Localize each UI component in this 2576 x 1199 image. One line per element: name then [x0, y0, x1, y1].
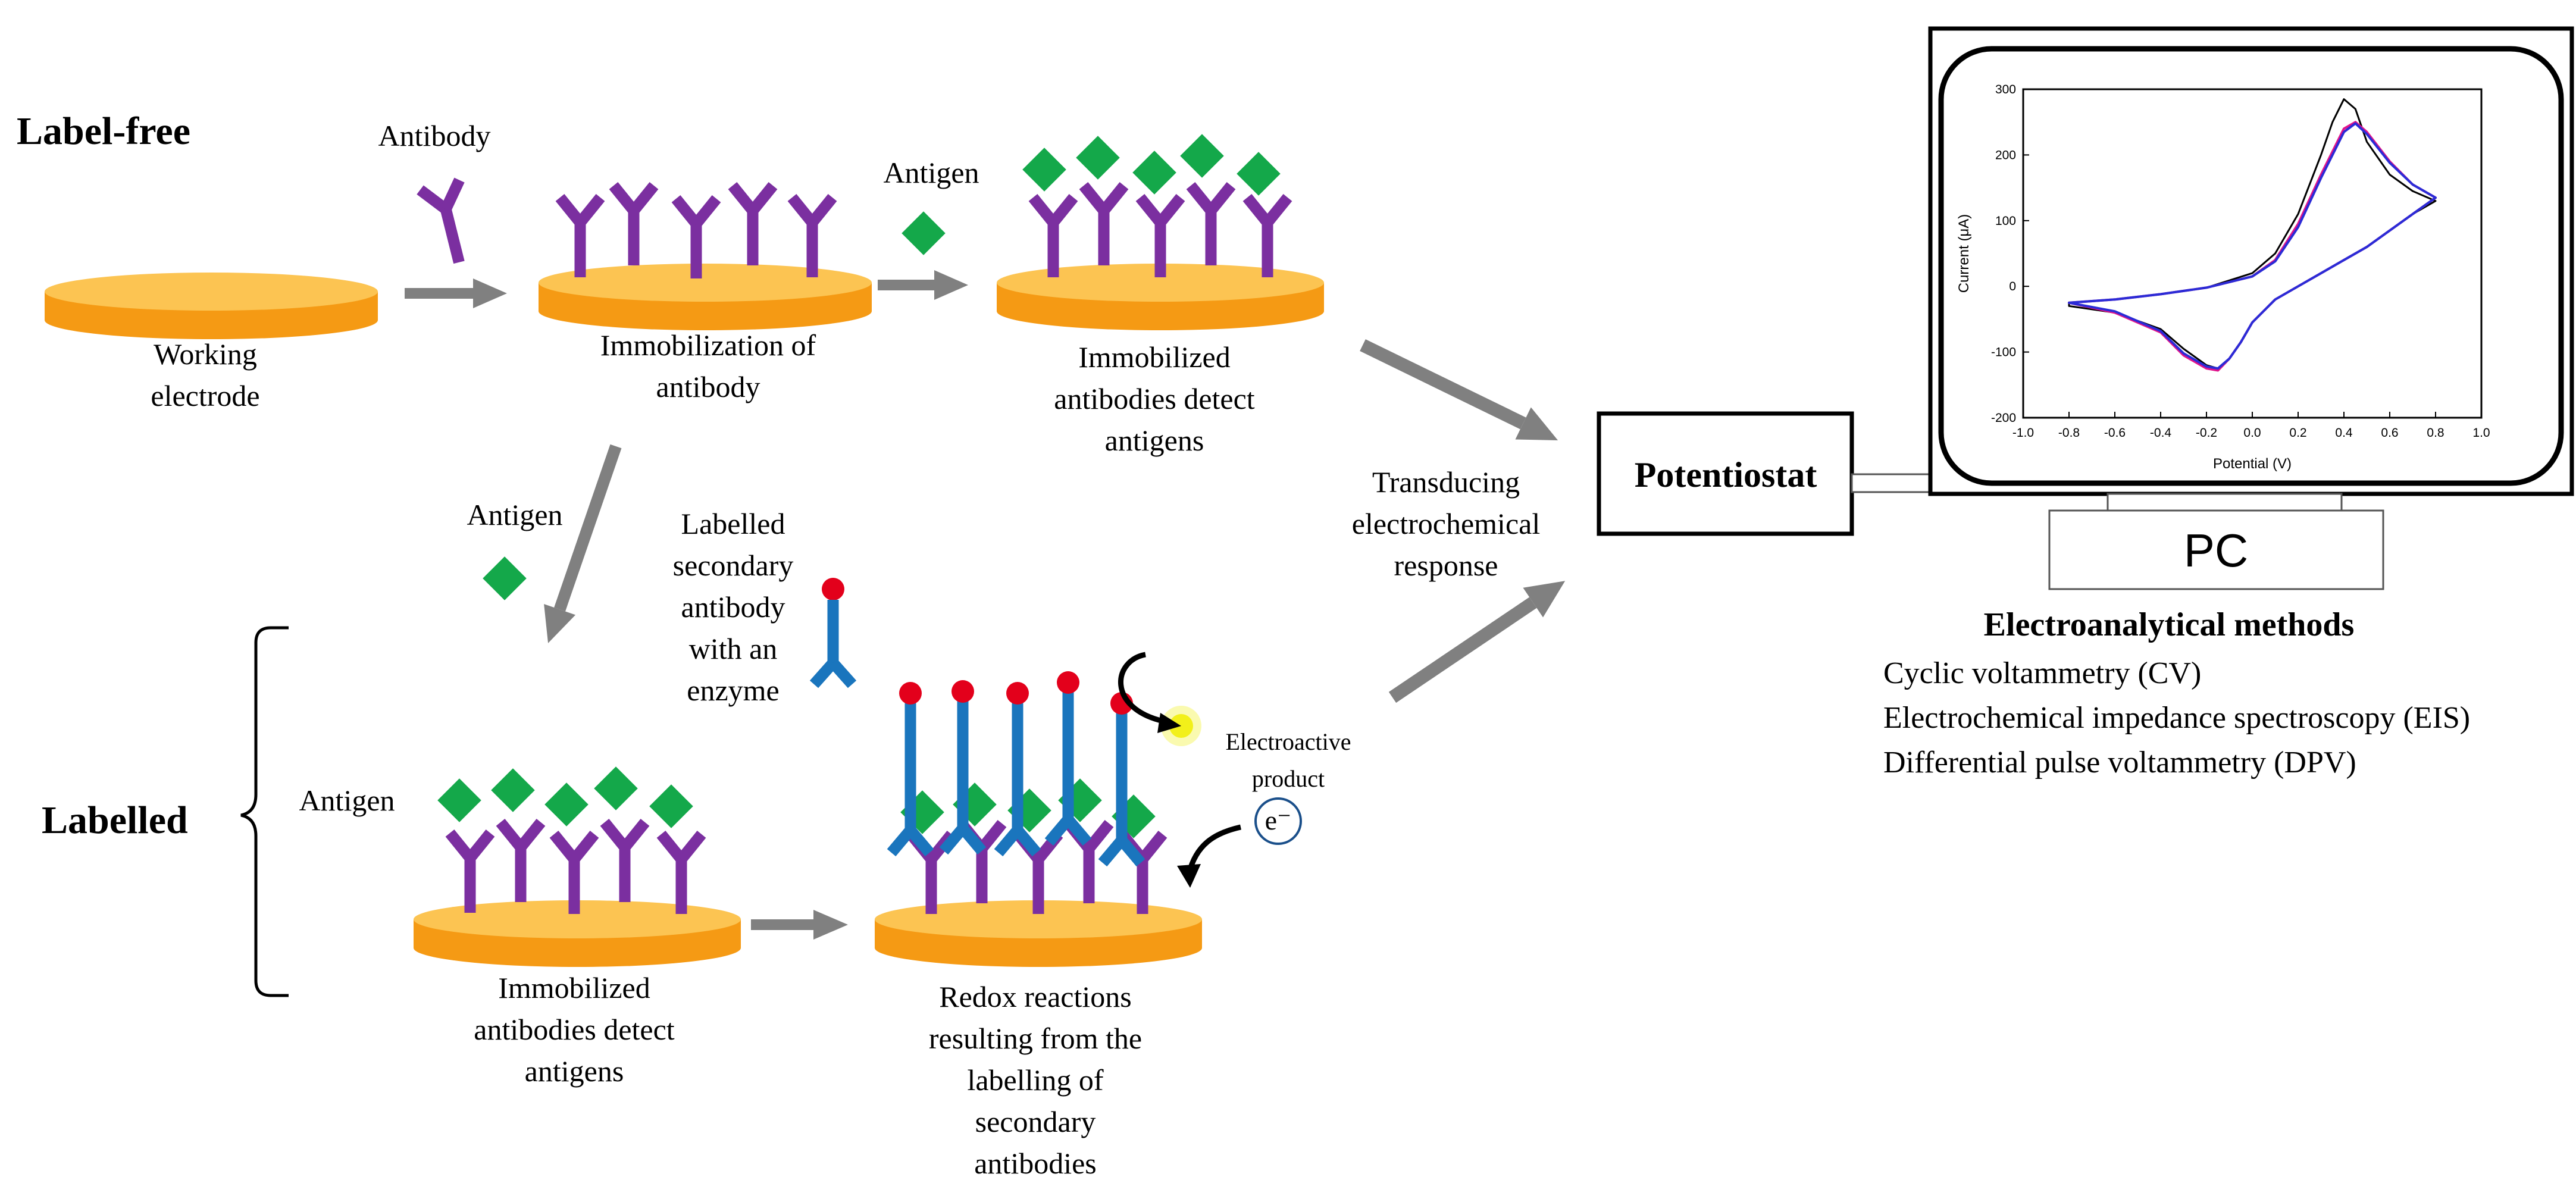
detect-low-line3: antigens — [525, 1054, 624, 1088]
transducing-line3: response — [1394, 549, 1498, 582]
immobilization-line2: antibody — [656, 370, 760, 403]
cv-x-tick-label: 1.0 — [2472, 426, 2490, 440]
working-electrode — [45, 273, 378, 339]
immobilized-antibodies — [560, 186, 832, 278]
working-electrode-line1: Working — [154, 337, 257, 371]
redox-line4: secondary — [975, 1105, 1096, 1138]
methods-title: Electroanalytical methods — [1984, 606, 2355, 643]
method-cv: Cyclic voltammetry (CV) — [1883, 656, 2201, 690]
pc-label: PC — [2184, 524, 2248, 577]
cv-y-ticks: -200 -100 0 100 200 300 — [1991, 83, 2029, 425]
electrode-detect-low — [414, 900, 741, 967]
cv-chart: -1.0 -0.8 -0.6 -0.4 -0.2 0.0 0.2 0.4 0.6 0.8 1.0 -… — [1956, 83, 2490, 472]
cv-x-tick-label: -1.0 — [2012, 426, 2034, 440]
cv-x-tick-label: 0.8 — [2427, 426, 2444, 440]
cv-x-tick-label: -0.6 — [2104, 426, 2126, 440]
secondary-line5: enzyme — [687, 674, 779, 707]
cv-x-ticks: -1.0 -0.8 -0.6 -0.4 -0.2 0.0 0.2 0.4 0.6 0.8 1.0 — [2012, 412, 2490, 440]
arrow-detect-low-to-redox — [751, 910, 848, 940]
labelled-heading: Labelled — [42, 799, 188, 842]
cv-y-tick-label: 100 — [1995, 214, 2016, 228]
transducing-line2: electrochemical — [1352, 507, 1540, 540]
redox-line2: resulting from the — [929, 1022, 1142, 1055]
potentiostat-label: Potentiostat — [1635, 455, 1817, 494]
antibody-antigen-complex-top — [1022, 134, 1288, 277]
free-secondary-antibody — [809, 578, 857, 688]
cv-x-tick-label: -0.2 — [2196, 426, 2217, 440]
antibody-antigen-complex-low — [437, 766, 702, 914]
labelled-bracket — [240, 626, 289, 997]
immobilization-line1: Immobilization of — [600, 328, 816, 362]
cv-x-tick-label: 0.0 — [2243, 426, 2261, 440]
arrow-electrode-to-immobilization — [405, 278, 507, 308]
cv-y-tick-label: 200 — [1995, 148, 2016, 162]
free-antigen-mid — [483, 556, 527, 600]
cv-y-tick-label: 300 — [1995, 83, 2016, 96]
cv-x-tick-label: -0.8 — [2058, 426, 2080, 440]
cv-y-tick-label: -200 — [1991, 411, 2016, 425]
cv-y-axis-label: Current (μA) — [1956, 214, 1972, 293]
detect-top-line1: Immobilized — [1078, 340, 1231, 374]
redox-line1: Redox reactions — [939, 980, 1132, 1013]
electron-label: e⁻ — [1265, 805, 1292, 835]
sandwich-complexes — [891, 671, 1163, 914]
arrow-immobilization-to-labelled — [544, 444, 622, 643]
transducing-line1: Transducing — [1372, 465, 1520, 499]
arrow-redox-to-potentiostat — [1388, 581, 1566, 703]
antigen-label-mid: Antigen — [467, 498, 562, 531]
detect-top-line2: antibodies detect — [1054, 382, 1254, 415]
method-eis: Electrochemical impedance spectroscopy (… — [1883, 701, 2470, 735]
redox-line5: antibodies — [974, 1147, 1097, 1180]
cv-x-tick-label: 0.2 — [2289, 426, 2306, 440]
electroactive-line1: Electroactive — [1226, 728, 1351, 755]
cv-x-tick-label: 0.4 — [2335, 426, 2353, 440]
label-free-heading: Label-free — [17, 109, 190, 153]
cv-series — [2068, 98, 2437, 372]
detect-low-line2: antibodies detect — [474, 1013, 674, 1046]
text-labels: Label-free Labelled Antibody Antigen Ant… — [17, 109, 1540, 1180]
method-dpv: Differential pulse voltammetry (DPV) — [1883, 746, 2356, 779]
secondary-line4: with an — [689, 632, 778, 665]
detect-low-line1: Immobilized — [498, 971, 650, 1004]
cv-y-tick-label: 0 — [2009, 280, 2016, 293]
arrow-immobilization-to-detect — [878, 270, 968, 300]
electrode-immobilized — [539, 264, 872, 330]
antigen-label-top: Antigen — [883, 156, 979, 189]
redox-line3: labelling of — [967, 1063, 1103, 1097]
working-electrode-line2: electrode — [151, 379, 259, 412]
arrow-top-to-potentiostat — [1360, 339, 1558, 441]
cv-series-line-3 — [2068, 122, 2437, 370]
electroanalytical-methods: Electroanalytical methods Cyclic voltamm… — [1883, 606, 2470, 779]
secondary-line2: secondary — [673, 549, 794, 582]
electrode-redox — [875, 900, 1202, 967]
cv-x-tick-label: -0.4 — [2150, 426, 2172, 440]
electrode-detect-top — [997, 264, 1324, 330]
detect-top-line3: antigens — [1105, 424, 1204, 457]
electron-badge: e⁻ — [1177, 797, 1302, 888]
antigen-label-low: Antigen — [299, 784, 395, 817]
electroactive-product — [1118, 652, 1201, 746]
potentiostat-cable — [1851, 473, 1932, 493]
electroactive-line2: product — [1252, 765, 1325, 792]
process-arrows — [405, 270, 1566, 940]
free-antibody — [420, 180, 478, 267]
cv-y-tick-label: -100 — [1991, 346, 2016, 359]
secondary-line3: antibody — [681, 590, 785, 624]
cv-x-axis-label: Potential (V) — [2213, 456, 2292, 472]
free-antigen-top — [902, 211, 946, 255]
secondary-line1: Labelled — [681, 507, 785, 540]
cv-x-tick-label: 0.6 — [2381, 426, 2398, 440]
potentiostat: Potentiostat — [1597, 411, 1854, 536]
antibody-label: Antibody — [378, 119, 491, 152]
